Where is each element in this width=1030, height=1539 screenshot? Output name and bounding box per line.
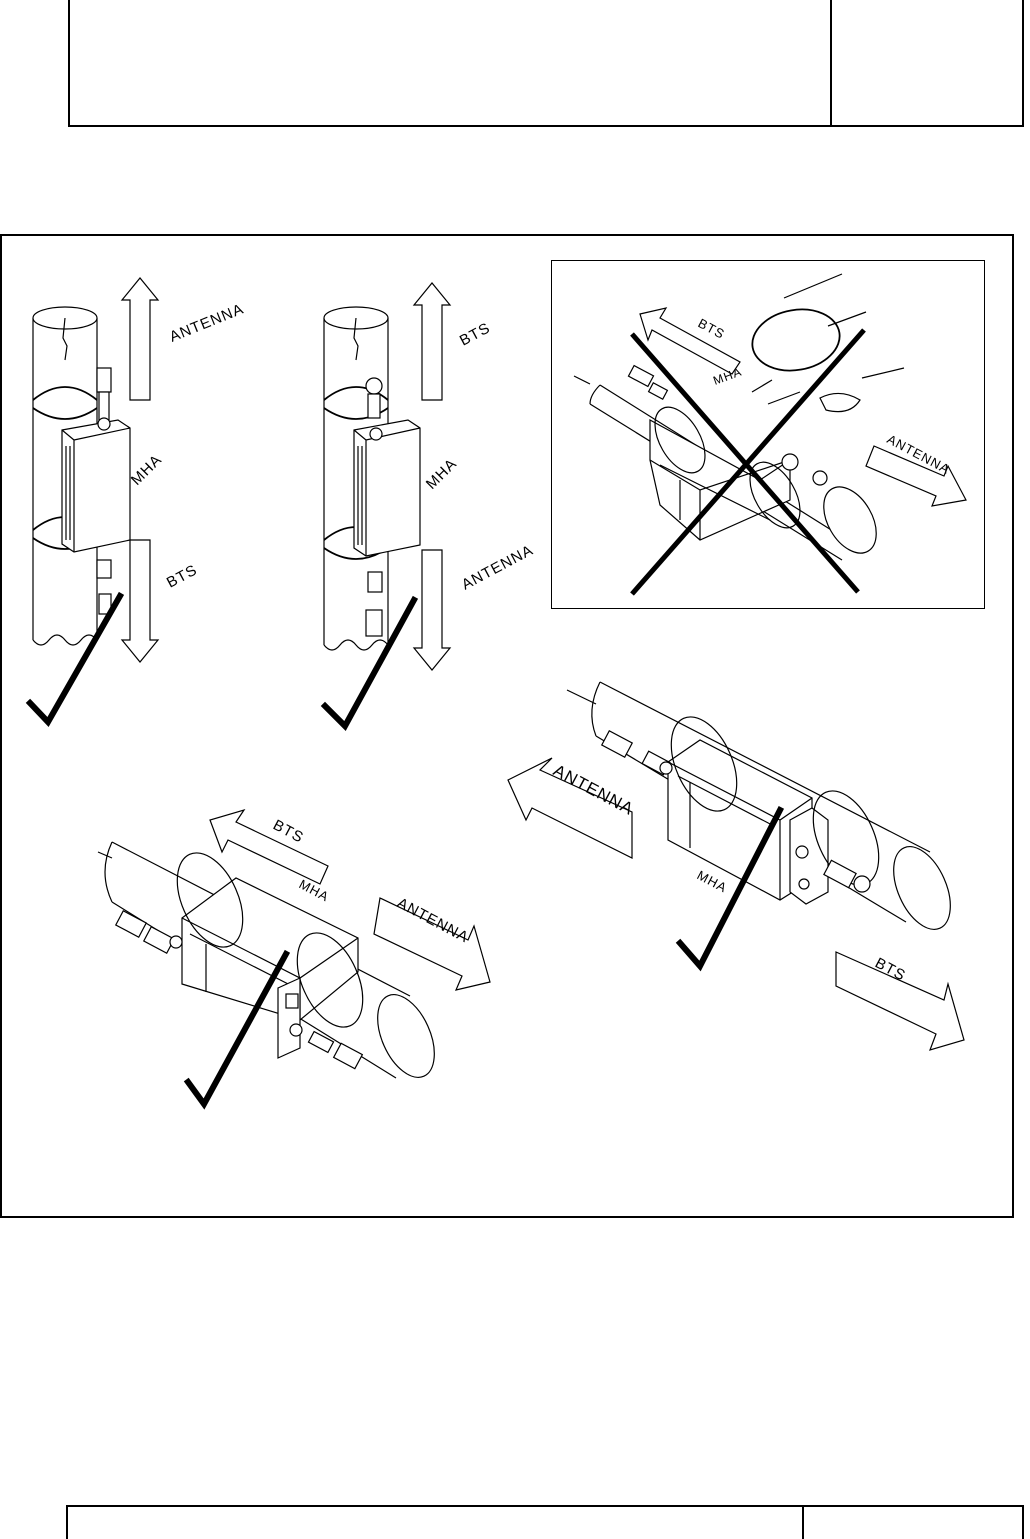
footer-table [66, 1505, 1024, 1539]
footer-title-cell [68, 1507, 804, 1539]
panel-horizontal-left: BTS MHA ANTENNA [98, 810, 490, 1104]
panel-vertical-bts-up: BTS MHA ANTENNA [324, 283, 536, 726]
panel-vertical-antenna-up: ANTENNA MHA BTS [30, 278, 246, 722]
check-icon [30, 596, 120, 722]
bts-label: BTS [696, 315, 728, 342]
antenna-label: ANTENNA [167, 300, 246, 345]
bts-label: BTS [457, 319, 493, 349]
mha-label: MHA [128, 451, 166, 489]
mha-label: MHA [695, 867, 730, 895]
mha-label: MHA [423, 455, 461, 493]
mha-label: MHA [711, 365, 744, 388]
bts-label: BTS [164, 561, 200, 591]
antenna-label: ANTENNA [459, 542, 536, 594]
panel-horizontal-right: ANTENNA MHA BTS [508, 682, 964, 1050]
panel-incorrect: BTS MHA ANTENNA [574, 274, 966, 594]
